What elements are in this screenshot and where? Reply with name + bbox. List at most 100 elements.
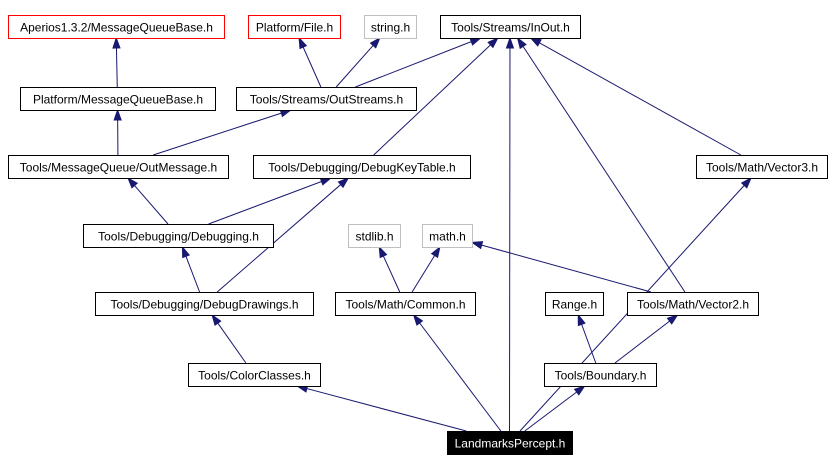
arrowhead-icon <box>298 36 308 50</box>
node-label: Platform/MessageQueueBase.h <box>33 93 203 107</box>
node-box <box>348 224 401 248</box>
edge-vector2-to-math_h <box>470 241 652 293</box>
edge-line <box>481 244 652 293</box>
node-vector2[interactable]: Tools/Math/Vector2.h <box>627 292 759 316</box>
edge-line <box>153 112 282 156</box>
node-box <box>95 292 314 316</box>
node-string_h[interactable]: string.h <box>364 15 417 39</box>
node-box <box>364 15 417 39</box>
node-label: Aperios1.3.2/MessageQueueBase.h <box>20 21 213 35</box>
edge-line <box>216 184 342 293</box>
node-vector3[interactable]: Tools/Math/Vector3.h <box>696 155 828 179</box>
edge-colorclasses-to-debugdrawings <box>211 313 247 364</box>
arrowhead-icon <box>369 36 381 49</box>
edge-debugging-to-outmessage <box>127 176 169 225</box>
edge-line <box>335 45 374 88</box>
arrowhead-icon <box>211 313 222 327</box>
edge-line <box>382 255 401 293</box>
node-box <box>253 155 471 179</box>
node-box <box>627 292 759 316</box>
edge-line <box>411 255 436 293</box>
edge-platform_mqb-to-aperios_mqb <box>112 36 121 88</box>
node-box <box>236 87 417 111</box>
edge-boundary-to-vector2 <box>614 314 679 364</box>
node-box <box>335 292 476 316</box>
node-boundary[interactable]: Tools/Boundary.h <box>544 363 657 387</box>
edge-line <box>185 256 201 293</box>
node-box <box>544 363 657 387</box>
node-box <box>8 15 225 39</box>
node-label: math.h <box>429 230 466 244</box>
edge-line <box>355 41 472 88</box>
node-box <box>8 155 229 179</box>
node-outmessage[interactable]: Tools/MessageQueue/OutMessage.h <box>8 155 229 179</box>
edge-debugkeytable-to-inout <box>373 36 499 156</box>
arrowhead-icon <box>181 245 191 259</box>
node-label: Platform/File.h <box>256 21 333 35</box>
node-box <box>545 292 604 316</box>
edge-outmessage-to-platform_mqb <box>113 108 122 156</box>
arrowhead-icon <box>378 245 388 259</box>
arrowhead-icon <box>529 37 542 47</box>
node-platform_file[interactable]: Platform/File.h <box>248 15 341 39</box>
node-label: Tools/Debugging/Debugging.h <box>98 230 259 244</box>
arrowhead-icon <box>666 314 679 325</box>
node-debugging[interactable]: Tools/Debugging/Debugging.h <box>83 224 274 248</box>
edge-line <box>524 391 578 432</box>
edge-landmarks-to-common <box>412 313 502 432</box>
edge-line <box>539 42 742 156</box>
arrowhead-icon <box>487 36 499 49</box>
edge-common-to-math_h <box>411 245 441 293</box>
node-debugdrawings[interactable]: Tools/Debugging/DebugDrawings.h <box>95 292 314 316</box>
node-label: Tools/Boundary.h <box>555 369 647 383</box>
edge-line <box>614 320 670 364</box>
edge-vector2-to-inout <box>516 36 686 293</box>
node-box <box>696 155 828 179</box>
node-box <box>248 15 341 39</box>
edge-outmessage-to-outstreams <box>153 109 293 156</box>
edge-line <box>208 181 322 225</box>
node-box <box>422 224 473 248</box>
edge-line <box>306 388 467 432</box>
node-label: Tools/Debugging/DebugKeyTable.h <box>268 161 455 175</box>
arrowhead-icon <box>113 108 122 121</box>
node-label: Tools/Streams/OutStreams.h <box>250 93 403 107</box>
edge-boundary-to-range <box>577 313 597 364</box>
edge-landmarks-to-colorclasses <box>295 384 467 432</box>
node-outstreams[interactable]: Tools/Streams/OutStreams.h <box>236 87 417 111</box>
node-math_h[interactable]: math.h <box>422 224 473 248</box>
node-common[interactable]: Tools/Math/Common.h <box>335 292 476 316</box>
edge-line <box>134 185 169 225</box>
node-platform_mqb[interactable]: Platform/MessageQueueBase.h <box>20 87 216 111</box>
node-box <box>447 431 573 455</box>
node-landmarks[interactable]: LandmarksPercept.h <box>447 431 573 455</box>
edge-line <box>373 44 491 156</box>
arrowhead-icon <box>740 176 753 189</box>
node-colorclasses[interactable]: Tools/ColorClasses.h <box>188 363 321 387</box>
node-aperios_mqb[interactable]: Aperios1.3.2/MessageQueueBase.h <box>8 15 225 39</box>
node-range[interactable]: Range.h <box>545 292 604 316</box>
edge-line <box>419 322 502 432</box>
edge-landmarks-to-inout <box>505 36 515 432</box>
node-debugkeytable[interactable]: Tools/Debugging/DebugKeyTable.h <box>253 155 471 179</box>
node-label: Tools/Debugging/DebugDrawings.h <box>110 298 298 312</box>
node-inout[interactable]: Tools/Streams/InOut.h <box>440 15 581 39</box>
edge-vector3-to-inout <box>529 37 742 156</box>
arrowhead-icon <box>470 241 484 250</box>
node-label: string.h <box>371 21 410 35</box>
edge-line <box>581 324 597 364</box>
node-label: Tools/MessageQueue/OutMessage.h <box>20 161 217 175</box>
edge-debugdrawings-to-debugging <box>181 245 201 293</box>
edges-layer <box>112 36 753 432</box>
arrowhead-icon <box>516 36 527 50</box>
node-label: Tools/Math/Vector2.h <box>637 298 749 312</box>
node-stdlib_h[interactable]: stdlib.h <box>348 224 401 248</box>
edge-line <box>302 46 322 88</box>
arrowhead-icon <box>469 37 483 46</box>
arrowhead-icon <box>577 313 586 327</box>
node-label: stdlib.h <box>355 230 393 244</box>
arrowhead-icon <box>573 385 586 396</box>
edge-line <box>522 46 686 293</box>
